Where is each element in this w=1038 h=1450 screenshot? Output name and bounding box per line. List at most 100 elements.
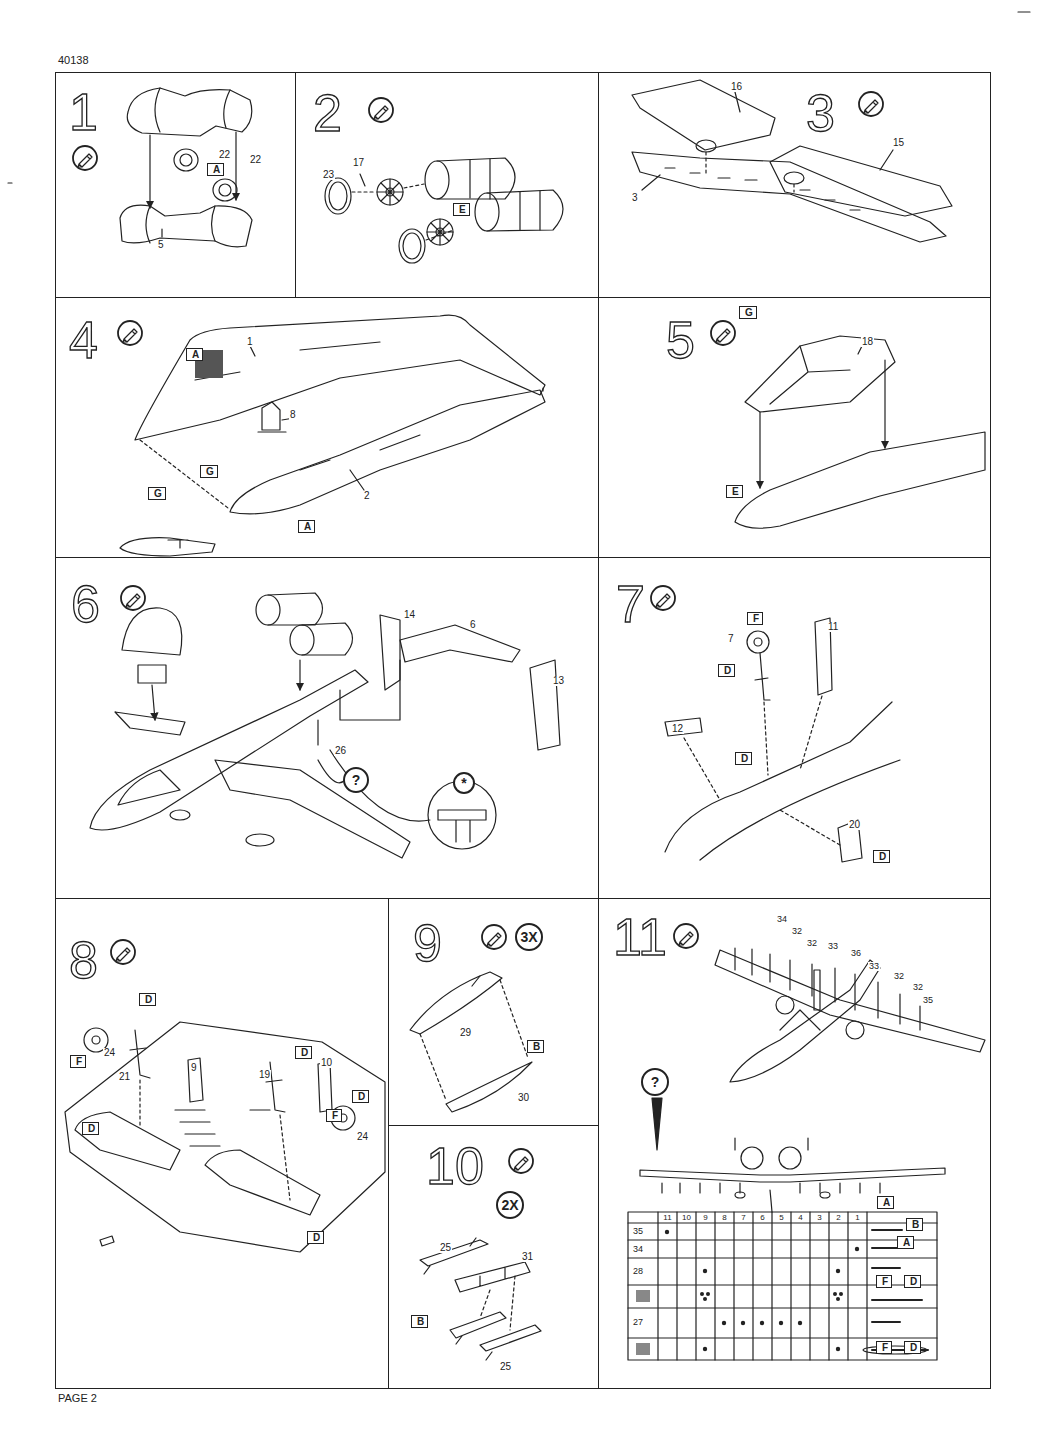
callout-number: 9 (190, 1063, 198, 1073)
flag-callout: F (747, 612, 763, 625)
callout-text: ? (352, 773, 361, 787)
callout-number: 36 (850, 949, 862, 958)
callout-number: 11 (827, 622, 839, 632)
step-number: 6 (71, 578, 100, 630)
callout-number: 25 (499, 1362, 512, 1372)
callout-number: 24 (356, 1132, 369, 1142)
flag-callout: B (906, 1218, 923, 1231)
callout-number: 1 (246, 337, 254, 347)
callout-number: 32 (912, 983, 924, 992)
callout-text: B (417, 1316, 424, 1327)
step-number: 9 (413, 917, 442, 969)
callout-number: 5 (778, 1214, 784, 1222)
callout-text: G (154, 488, 162, 499)
callout-number: 20 (848, 820, 861, 830)
info-circle: ? (343, 767, 369, 793)
callout-number: 25 (439, 1243, 452, 1253)
quantity-circle: 2X (496, 1191, 524, 1219)
callout-text: G (745, 307, 753, 318)
callout-number: 27 (632, 1318, 644, 1327)
callout-number: 8 (289, 410, 297, 420)
callout-number: 7 (727, 634, 735, 644)
flag-callout: F (876, 1275, 892, 1288)
callout-number: 8 (721, 1214, 727, 1222)
step-panel: 7FDDD (598, 557, 991, 899)
callout-text: D (741, 753, 748, 764)
flag-callout: D (82, 1122, 99, 1135)
callout-text: A (213, 164, 220, 175)
callout-number: 22 (218, 150, 231, 160)
step-panel: 8DFDDDFD (55, 898, 389, 1389)
flag-callout: E (726, 485, 743, 498)
step-panel: 4A G G A (55, 297, 599, 558)
callout-text: D (724, 665, 731, 676)
callout-text: A (192, 349, 199, 360)
callout-text: * (461, 776, 466, 790)
step-number: 1 (69, 86, 98, 138)
callout-text: F (332, 1110, 338, 1121)
flag-callout: G (739, 306, 757, 319)
flag-callout: B (527, 1040, 544, 1053)
step-number: 7 (616, 578, 645, 630)
callout-number: 23 (322, 170, 335, 180)
callout-number: 34 (632, 1245, 644, 1254)
step-number: 5 (666, 314, 695, 366)
callout-number: 6 (469, 620, 477, 630)
callout-text: F (882, 1342, 888, 1353)
callout-text: 2X (501, 1198, 518, 1212)
callout-number: 16 (730, 82, 743, 92)
info-circle: * (453, 772, 475, 794)
step-number: 4 (69, 314, 98, 366)
callout-number: 30 (517, 1093, 530, 1103)
step-panel: 1A (55, 72, 296, 298)
step-panel: 5 G E (598, 297, 991, 558)
callout-number: 4 (797, 1214, 803, 1222)
flag-callout: D (139, 993, 156, 1006)
callout-text: A (304, 521, 311, 532)
flag-callout: A (877, 1196, 894, 1209)
callout-number: 24 (103, 1048, 116, 1058)
catalog-number: 40138 (57, 55, 90, 66)
step-number: 2 (313, 87, 342, 139)
callout-number: 26 (334, 746, 347, 756)
flag-callout: A (207, 163, 224, 176)
callout-number: 11 (662, 1214, 672, 1222)
callout-number: 31 (521, 1252, 534, 1262)
page-number: PAGE 2 (57, 1393, 98, 1404)
step-panel: 10 2X B (388, 1125, 599, 1389)
step-number: 3 (806, 87, 835, 139)
callout-number: 18 (861, 337, 874, 347)
callout-text: F (753, 613, 759, 624)
callout-text: D (301, 1047, 308, 1058)
callout-text: D (313, 1232, 320, 1243)
callout-number: 14 (403, 610, 416, 620)
callout-number: 2 (835, 1214, 841, 1222)
flag-callout: D (873, 850, 890, 863)
callout-number: 21 (118, 1072, 131, 1082)
callout-number: 1 (854, 1214, 860, 1222)
callout-text: F (76, 1056, 82, 1067)
quantity-circle: 3X (515, 923, 543, 951)
step-panel: 11?ABAFDFD (598, 898, 991, 1389)
flag-callout: F (876, 1341, 892, 1354)
callout-text: D (910, 1342, 917, 1353)
callout-number: 32 (791, 927, 803, 936)
callout-number: 33 (868, 962, 880, 971)
callout-text: G (206, 466, 214, 477)
callout-number: 3 (631, 193, 639, 203)
callout-number: 33 (827, 942, 839, 951)
callout-number: 3 (816, 1214, 822, 1222)
flag-callout: G (200, 465, 218, 478)
callout-text: D (145, 994, 152, 1005)
callout-text: A (903, 1237, 910, 1248)
callout-text: ? (651, 1075, 660, 1089)
step-number: 8 (69, 934, 98, 986)
step-number: 10 (426, 1140, 484, 1192)
callout-text: D (879, 851, 886, 862)
callout-number: 34 (776, 915, 788, 924)
callout-number: 5 (157, 240, 165, 250)
callout-number: 29 (459, 1028, 472, 1038)
flag-callout: A (897, 1236, 914, 1249)
flag-callout: D (904, 1275, 921, 1288)
